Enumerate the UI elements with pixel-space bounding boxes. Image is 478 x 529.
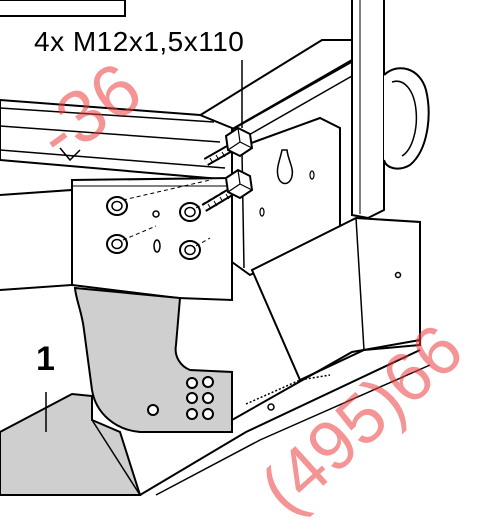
small-hole (152, 210, 160, 218)
support-bracket (73, 286, 233, 433)
bolt-spec-label: 4x M12x1,5x110 (34, 26, 245, 57)
bolt-hole (106, 196, 128, 216)
box-bracket (250, 216, 421, 382)
keyhole-slot (276, 149, 294, 185)
frame-post (351, 0, 430, 220)
bolt-hole (106, 234, 128, 254)
bolt-hole (179, 240, 201, 260)
rail-profile (0, 98, 233, 291)
bolt-hole (179, 202, 201, 222)
slot-hole (153, 239, 161, 253)
lower-rail (0, 339, 431, 496)
label-box-frame (0, 0, 126, 17)
bolt (201, 168, 254, 212)
assembly-diagram (0, 0, 431, 496)
part-number-label: 1 (36, 340, 55, 378)
bolt (203, 126, 254, 166)
mounting-plate (71, 176, 233, 302)
